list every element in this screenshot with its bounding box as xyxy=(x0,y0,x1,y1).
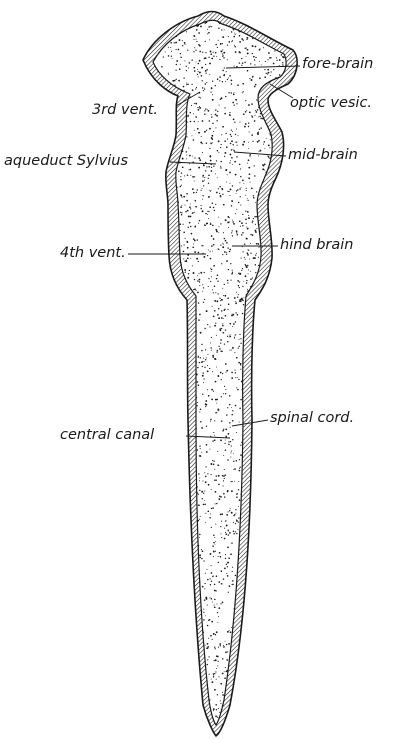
label-fore-brain: fore-brain xyxy=(302,57,373,72)
label-spinal-cord: spinal cord. xyxy=(270,411,354,426)
label-3rd-vent: 3rd vent. xyxy=(92,103,158,118)
label-hind-brain: hind brain xyxy=(280,238,354,253)
label-optic-vesic: optic vesic. xyxy=(290,96,372,111)
label-central-canal: central canal xyxy=(60,428,154,443)
label-aqueduct-sylvius: aqueduct Sylvius xyxy=(4,154,128,169)
label-4th-vent: 4th vent. xyxy=(60,246,126,261)
neural-tube-lumen xyxy=(153,20,286,725)
label-mid-brain: mid-brain xyxy=(288,148,358,163)
